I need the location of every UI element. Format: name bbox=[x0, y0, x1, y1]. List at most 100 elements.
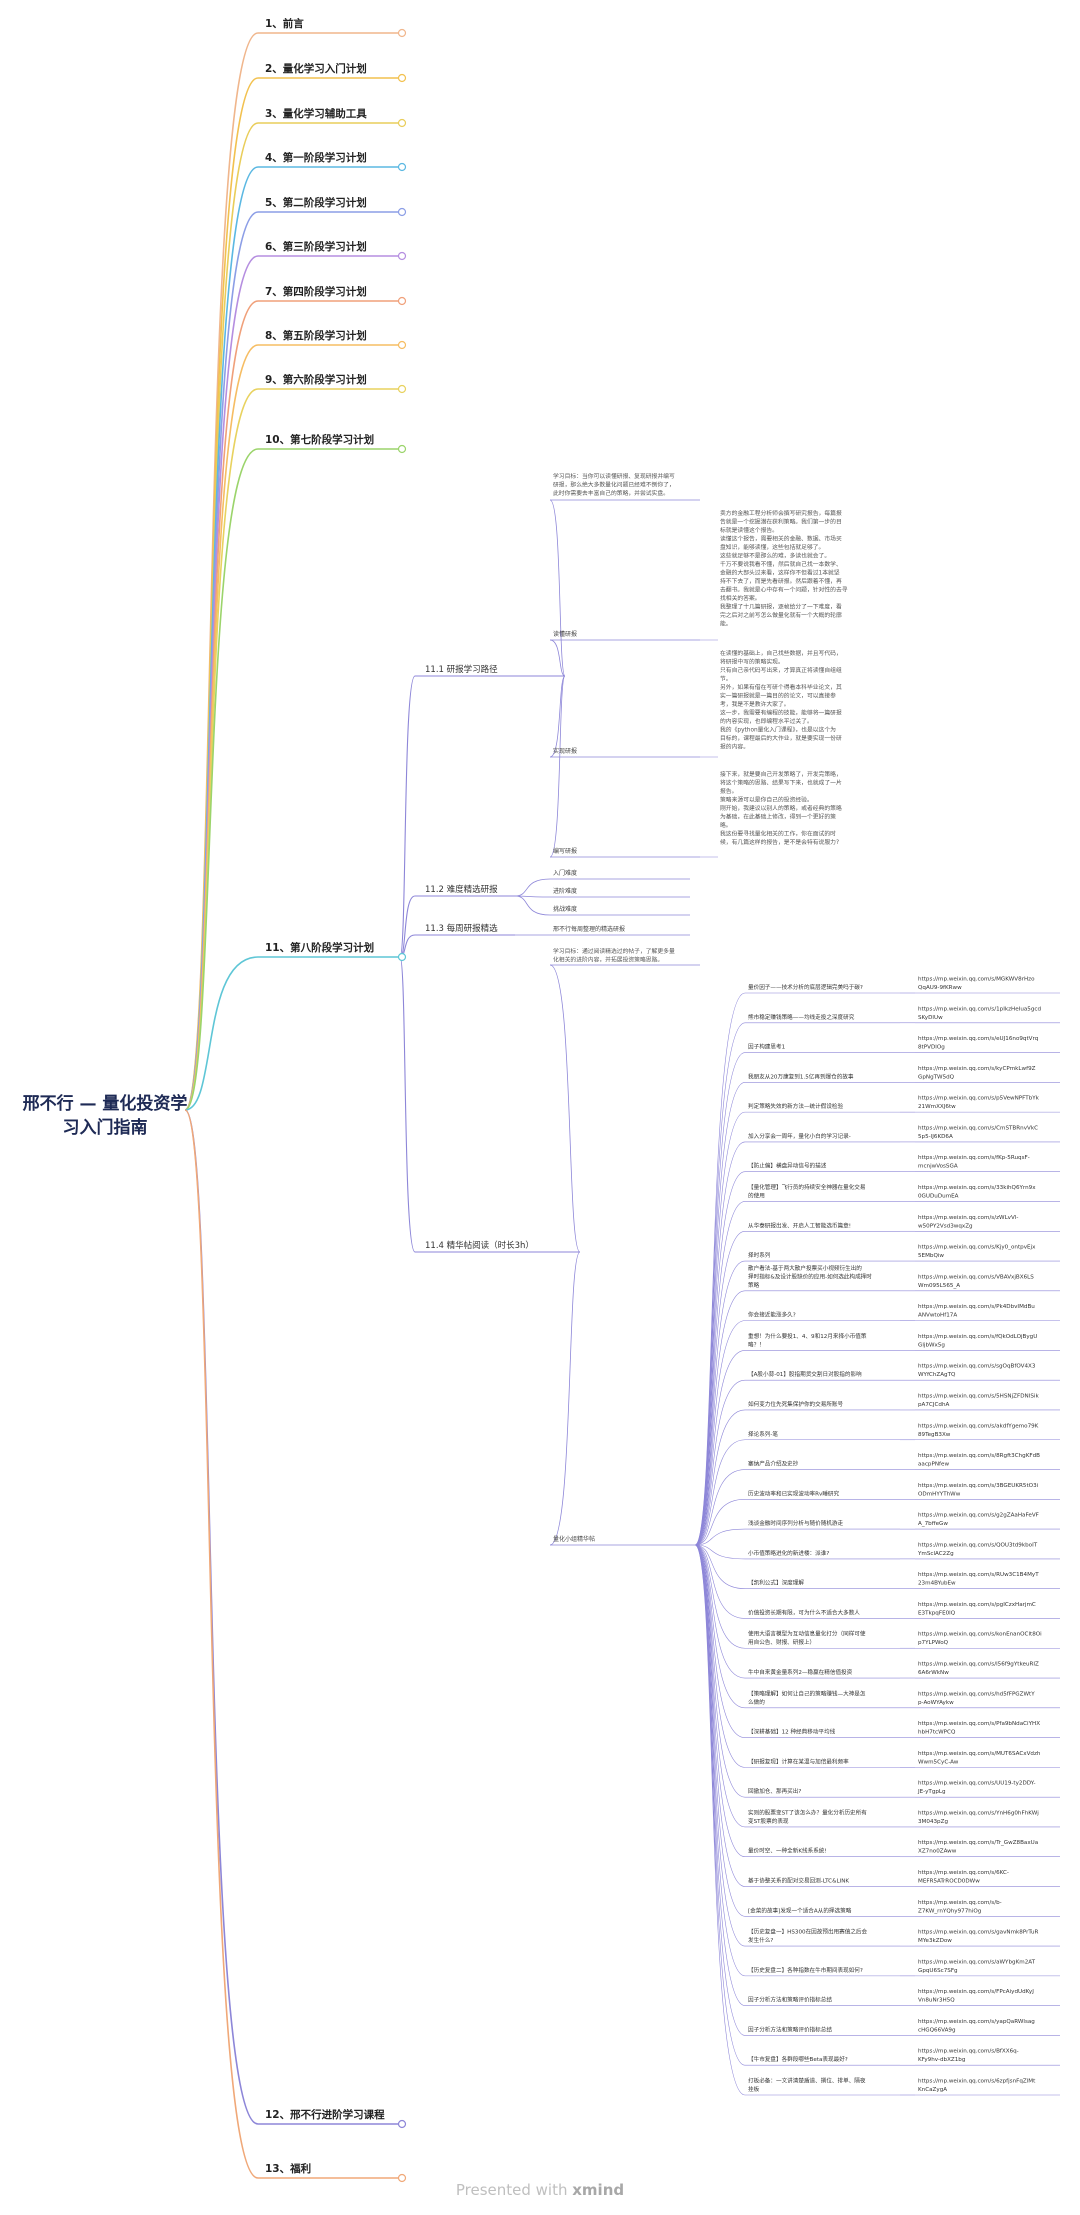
post-url[interactable]: 5p5-lJ6KD6A bbox=[918, 1134, 953, 1140]
collapse-toggle-icon[interactable] bbox=[397, 444, 407, 454]
post-title[interactable]: 量价时空、一种全新K线系系统! bbox=[748, 1847, 827, 1855]
group-topic[interactable]: 量化小组精华帖 bbox=[553, 1535, 595, 1543]
subtopic[interactable]: 11.1 研报学习路径 bbox=[425, 664, 498, 675]
post-url[interactable]: https://mp.weixin.qq.com/s/Kjy0_ontpvEjx bbox=[918, 1245, 1036, 1251]
post-url[interactable]: Z7KW_rnYQhy977hiOg bbox=[918, 1908, 982, 1914]
stage-step[interactable]: 读懂研报 bbox=[553, 630, 577, 638]
branch-topic[interactable]: 9、第六阶段学习计划 bbox=[265, 373, 367, 386]
post-title[interactable]: 策略 bbox=[748, 1281, 760, 1289]
post-url[interactable]: https://mp.weixin.qq.com/s/eUJ16no9qtVrq bbox=[918, 1036, 1039, 1042]
post-title[interactable]: 择时指标&及设计股缺价的应用-如何选此构成择时 bbox=[748, 1272, 872, 1280]
post-title[interactable]: 量价因子——技术分析的底层逻辑完美吗于碳? bbox=[748, 983, 863, 991]
post-url[interactable]: https://mp.weixin.qq.com/s/CmSTBRnvVkC bbox=[918, 1125, 1038, 1131]
post-url[interactable]: aacpPNfew bbox=[918, 1462, 949, 1468]
post-url[interactable]: https://mp.weixin.qq.com/s/MUT6SACxVdzh bbox=[918, 1751, 1041, 1757]
collapse-toggle-icon[interactable] bbox=[397, 296, 407, 306]
post-title[interactable]: 用自公告、财报、研报上） bbox=[748, 1638, 815, 1646]
post-title[interactable]: 实则的股票变ST了该怎么办？量化分析历史所有 bbox=[748, 1808, 867, 1816]
collapse-toggle-icon[interactable] bbox=[397, 384, 407, 394]
post-url[interactable]: https://mp.weixin.qq.com/s/1pIkzHeIua5gc… bbox=[918, 1006, 1041, 1012]
post-url[interactable]: w50PY2Vsd3wqxZg bbox=[918, 1223, 973, 1229]
post-url[interactable]: p-AoWYAykw bbox=[918, 1700, 954, 1706]
collapse-toggle-icon[interactable] bbox=[397, 207, 407, 217]
post-url[interactable]: https://mp.weixin.qq.com/s/VBAVxjBX6LS bbox=[918, 1274, 1034, 1280]
post-url[interactable]: GpNgTW5dQ bbox=[918, 1074, 955, 1080]
post-url[interactable]: https://mp.weixin.qq.com/s/kyCPmkLwf9Z bbox=[918, 1066, 1036, 1072]
post-url[interactable]: 3M043pZg bbox=[918, 1819, 948, 1825]
post-title[interactable]: 【历史复盘二】各种指数在牛市期间表现如何? bbox=[748, 1966, 863, 1974]
post-url[interactable]: https://mp.weixin.qq.com/s/6KC- bbox=[918, 1870, 1009, 1876]
post-url[interactable]: https://mp.weixin.qq.com/s/fQkOdLOjBygU bbox=[918, 1334, 1037, 1340]
post-url[interactable]: JE-yTgpLg bbox=[917, 1789, 946, 1795]
collapse-toggle-icon[interactable] bbox=[397, 73, 407, 83]
post-url[interactable]: https://mp.weixin.qq.com/s/YnH6g0hFhKWj bbox=[918, 1810, 1039, 1816]
post-url[interactable]: MEFR5ATrROCD0DWw bbox=[918, 1879, 980, 1885]
collapse-toggle-icon[interactable] bbox=[397, 251, 407, 261]
post-url[interactable]: 8tPVDlOg bbox=[918, 1045, 945, 1051]
post-url[interactable]: https://mp.weixin.qq.com/s/b- bbox=[918, 1900, 1002, 1906]
post-url[interactable]: hbH7tcWPCQ bbox=[918, 1730, 956, 1736]
post-url[interactable]: GpqU6Sc7SFg bbox=[918, 1968, 958, 1974]
post-title[interactable]: 【研报复现】计算在某温与加倍最利频率 bbox=[748, 1757, 849, 1765]
post-url[interactable]: https://mp.weixin.qq.com/s/konEnanOClt8O… bbox=[918, 1632, 1042, 1638]
post-url[interactable]: 89TegB3Xw bbox=[918, 1432, 951, 1438]
post-title[interactable]: 回撤加仓、那再买出? bbox=[748, 1787, 801, 1795]
post-url[interactable]: https://mp.weixin.qq.com/s/aWYbgKm2AT bbox=[918, 1959, 1036, 1965]
difficulty-item[interactable]: 挑战难度 bbox=[553, 905, 577, 913]
post-url[interactable]: 6A6rWkNw bbox=[918, 1670, 949, 1676]
collapse-toggle-icon[interactable] bbox=[397, 28, 407, 38]
post-url[interactable]: https://mp.weixin.qq.com/s/zWLvVl- bbox=[918, 1215, 1018, 1221]
post-url[interactable]: https://mp.weixin.qq.com/s/6zpfjsnFqZlMt bbox=[918, 2079, 1036, 2085]
post-title[interactable]: 你会接近能涨多久? bbox=[748, 1311, 796, 1319]
post-url[interactable]: https://mp.weixin.qq.com/s/p5VewNPFTbYk bbox=[918, 1096, 1040, 1102]
branch-topic[interactable]: 11、第八阶段学习计划 bbox=[265, 941, 374, 954]
post-url[interactable]: https://mp.weixin.qq.com/s/gavNmk8PrTuR bbox=[918, 1930, 1039, 1936]
subtopic[interactable]: 11.3 每周研报精选 bbox=[425, 923, 498, 934]
post-url[interactable]: E3TkpqFE0lQ bbox=[918, 1610, 956, 1616]
post-title[interactable]: 挂板 bbox=[748, 2085, 760, 2093]
collapse-toggle-icon[interactable] bbox=[397, 2173, 407, 2183]
post-url[interactable]: cHGQ66VA9g bbox=[918, 2027, 956, 2033]
post-title[interactable]: 我朋友从20万康复到1.5亿再到爆仓的故事 bbox=[748, 1072, 854, 1080]
branch-topic[interactable]: 1、前言 bbox=[265, 17, 304, 30]
post-url[interactable]: ODmHYYThWw bbox=[918, 1491, 961, 1497]
post-url[interactable]: pA7CJCdhA bbox=[918, 1402, 949, 1408]
post-title[interactable]: 加入分享会一周年，量化小白的学习记录- bbox=[748, 1132, 851, 1140]
post-url[interactable]: mcnjwVosSGA bbox=[918, 1164, 958, 1170]
post-title[interactable]: 因子分析方法和策略评价指标总结 bbox=[748, 2025, 832, 2033]
post-url[interactable]: QqAU9-9fKRww bbox=[918, 985, 962, 991]
difficulty-item[interactable]: 进阶难度 bbox=[553, 887, 577, 895]
post-url[interactable]: https://mp.weixin.qq.com/s/fKp-5RuqsF- bbox=[918, 1155, 1030, 1161]
post-url[interactable]: 5EMbQiw bbox=[918, 1253, 944, 1259]
post-url[interactable]: https://mp.weixin.qq.com/s/Tr_GwZ8BaxUa bbox=[918, 1840, 1038, 1846]
branch-topic[interactable]: 3、量化学习辅助工具 bbox=[265, 107, 367, 120]
post-url[interactable]: YmSclAC2Zg bbox=[917, 1551, 954, 1557]
post-url[interactable]: WYfChZAgTQ bbox=[918, 1372, 956, 1378]
post-url[interactable]: https://mp.weixin.qq.com/s/yapQaRWlsag bbox=[918, 2019, 1035, 2025]
branch-topic[interactable]: 12、邢不行进阶学习课程 bbox=[265, 2108, 385, 2121]
post-url[interactable]: https://mp.weixin.qq.com/s/sgOqBfOV4X3 bbox=[918, 1364, 1036, 1370]
collapse-toggle-icon[interactable] bbox=[397, 2119, 407, 2129]
post-url[interactable]: ANVwtoHf17A bbox=[918, 1313, 957, 1319]
collapse-toggle-icon[interactable] bbox=[397, 952, 407, 962]
post-url[interactable]: https://mp.weixin.qq.com/s/RUw3C1B4MyT bbox=[918, 1572, 1039, 1578]
post-url[interactable]: 23m4BYubEw bbox=[918, 1581, 956, 1587]
branch-topic[interactable]: 7、第四阶段学习计划 bbox=[265, 285, 367, 298]
post-url[interactable]: https://mp.weixin.qq.com/s/Pfa9bNdaCiYHX bbox=[918, 1721, 1040, 1727]
post-title[interactable]: 浅谈金融时间序列分析与随价随机游走 bbox=[748, 1519, 844, 1527]
post-url[interactable]: https://mp.weixin.qq.com/s/3BGEUKR5tO3i bbox=[918, 1483, 1039, 1489]
post-title[interactable]: 判定策略失效的新方法—统计假设检验 bbox=[748, 1102, 844, 1110]
post-url[interactable]: Vn8uNr3H5Q bbox=[918, 1998, 955, 2004]
post-url[interactable]: https://mp.weixin.qq.com/s/5HSNjZFDNISik bbox=[918, 1393, 1039, 1399]
post-url[interactable]: https://mp.weixin.qq.com/s/UU19-ty2DDY- bbox=[918, 1781, 1036, 1787]
root-topic[interactable]: 邢不行 — 量化投资学习入门指南 bbox=[22, 1094, 188, 1138]
post-title[interactable]: 小币值策略进化的新进楼：派谁? bbox=[748, 1549, 829, 1557]
post-url[interactable]: https://mp.weixin.qq.com/s/l56f9gYtkeuRI… bbox=[918, 1662, 1039, 1668]
post-url[interactable]: A_7bffeGw bbox=[918, 1521, 948, 1527]
collapse-toggle-icon[interactable] bbox=[397, 340, 407, 350]
post-title[interactable]: [金菜的故事]发现一个适合A从的择选策略 bbox=[748, 1906, 852, 1914]
post-title[interactable]: 择时系列 bbox=[748, 1251, 771, 1259]
branch-topic[interactable]: 6、第三阶段学习计划 bbox=[265, 240, 367, 253]
difficulty-item[interactable]: 入门难度 bbox=[553, 869, 577, 877]
post-title[interactable]: 【凯利公式】深度理解 bbox=[748, 1579, 804, 1587]
